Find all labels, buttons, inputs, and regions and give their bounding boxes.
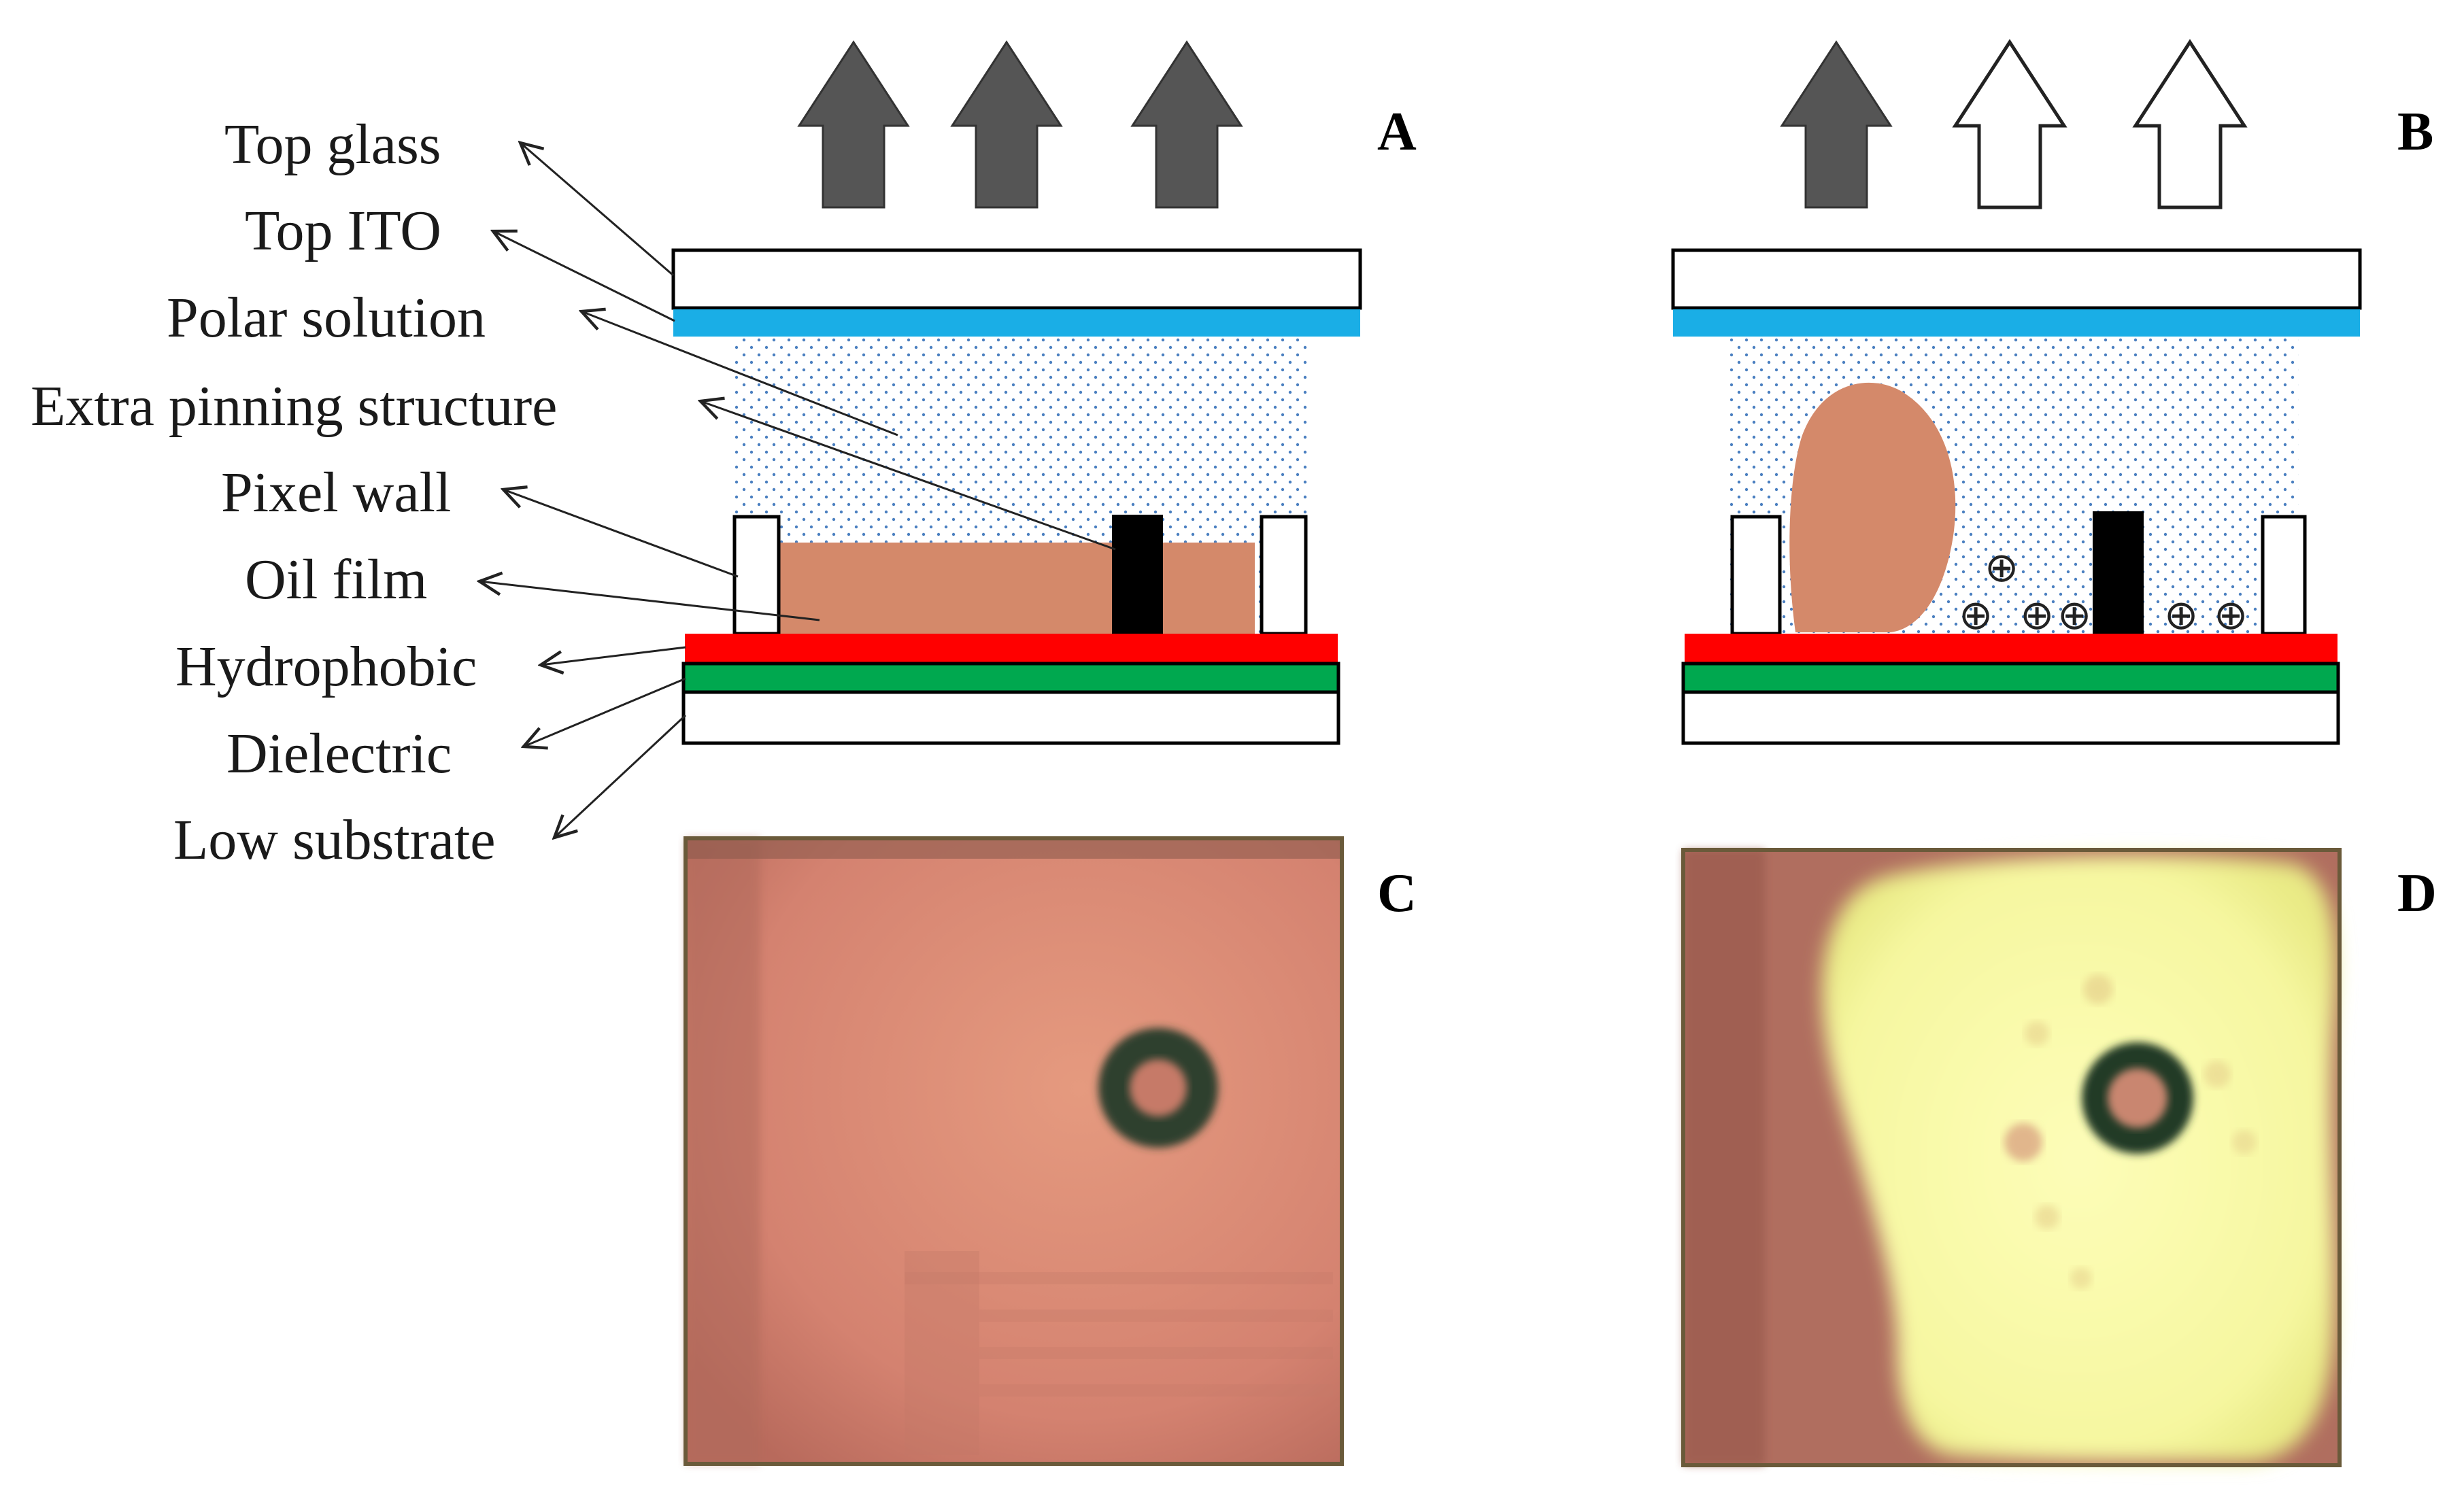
- pixel-wall-right: [2261, 515, 2307, 636]
- top-glass: [1671, 248, 2362, 310]
- panel-label-d: D: [2397, 863, 2437, 923]
- charge-icon: ⊕: [1985, 544, 2019, 592]
- leader-arrows: [479, 143, 1116, 838]
- leader-top-ito: [493, 231, 675, 322]
- top-ito: [1673, 309, 2360, 337]
- hydrophobic-layer: [1685, 634, 2338, 662]
- panel-a: A: [671, 40, 1417, 745]
- bright-open-area: [1822, 855, 2336, 1462]
- extra-pinning-structure: [1112, 515, 1163, 636]
- pixel-wall-left: [732, 515, 781, 636]
- low-substrate: [1681, 690, 2340, 745]
- light-arrow-dark-icon: [1780, 40, 1893, 209]
- leader-polar-solution: [581, 311, 898, 437]
- leader-hydrophobic: [541, 646, 686, 665]
- oil-droplet: [1789, 382, 1956, 632]
- top-ito: [673, 309, 1360, 337]
- pixel-wall-right: [1260, 515, 1308, 636]
- layer-labels: Top glass Top ITO Polar solution Extra p…: [31, 113, 557, 872]
- panel-b: ⊕ ⊕ ⊕ ⊕ ⊕ ⊕ B: [1671, 39, 2433, 745]
- label-top-glass: Top glass: [224, 113, 441, 176]
- label-oil-film: Oil film: [245, 548, 427, 611]
- charge-icon: ⊕: [1959, 592, 1993, 639]
- leader-extra-pinning: [701, 401, 1116, 551]
- light-arrow-white-icon: [1952, 39, 2068, 209]
- panel-label-a: A: [1377, 102, 1417, 162]
- label-hydrophobic: Hydrophobic: [175, 635, 477, 698]
- leader-pixel-wall: [503, 490, 739, 578]
- panel-label-b: B: [2397, 102, 2433, 162]
- leader-low-substrate: [554, 714, 687, 838]
- leader-oil-film: [479, 581, 820, 621]
- charge-icon: ⊕: [2214, 592, 2248, 639]
- panel-c-micrograph: C: [683, 836, 1417, 1466]
- panel-d-micrograph: D: [1681, 848, 2437, 1467]
- dielectric-layer: [1681, 662, 2340, 694]
- pixel-wall-left: [1730, 515, 1782, 636]
- low-substrate: [681, 690, 1340, 745]
- oil-film: [775, 543, 1255, 636]
- label-polar-solution: Polar solution: [167, 286, 486, 349]
- light-arrow-white-icon: [2132, 39, 2248, 209]
- light-arrow-dark-icon: [950, 40, 1063, 209]
- positive-charges: ⊕ ⊕ ⊕ ⊕ ⊕ ⊕: [1959, 544, 2248, 639]
- pinning-ring: [2082, 1042, 2193, 1154]
- panel-label-c: C: [1377, 863, 1417, 923]
- leader-dielectric: [524, 677, 686, 747]
- charge-icon: ⊕: [2164, 592, 2198, 639]
- dielectric-layer: [681, 662, 1340, 694]
- extra-pinning-structure: [2093, 511, 2144, 636]
- leader-top-glass: [520, 143, 674, 277]
- light-arrow-dark-icon: [1130, 40, 1243, 209]
- label-pixel-wall: Pixel wall: [221, 461, 451, 524]
- pinning-ring: [1098, 1028, 1218, 1148]
- light-arrow-dark-icon: [797, 40, 910, 209]
- charge-icon: ⊕: [2020, 592, 2054, 639]
- label-extra-pinning-structure: Extra pinning structure: [31, 375, 557, 438]
- label-top-ito: Top ITO: [245, 199, 441, 262]
- hydrophobic-layer: [685, 634, 1338, 662]
- label-dielectric: Dielectric: [226, 722, 452, 785]
- label-low-substrate: Low substrate: [173, 808, 496, 872]
- charge-icon: ⊕: [2057, 592, 2091, 639]
- top-glass: [671, 248, 1362, 310]
